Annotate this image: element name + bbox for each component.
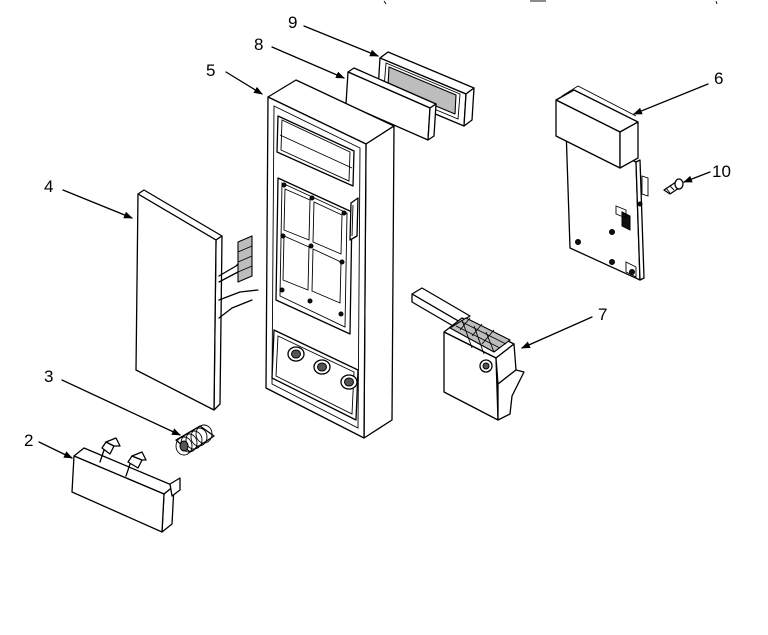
leader-2 xyxy=(38,441,73,459)
leader-10 xyxy=(683,171,711,183)
callout-9: 9 xyxy=(288,13,297,32)
callout-labels: 9 8 5 4 3 2 6 10 7 xyxy=(24,13,731,450)
leader-3 xyxy=(61,379,181,436)
part-8-lens xyxy=(345,67,437,141)
callout-3: 3 xyxy=(44,367,53,386)
part-3-spring xyxy=(175,424,215,456)
part-9-frame xyxy=(377,51,475,127)
callout-7: 7 xyxy=(598,305,607,324)
part-2-push-button xyxy=(71,437,181,533)
callout-2: 2 xyxy=(24,431,33,450)
leader-4 xyxy=(62,189,133,219)
part-5-control-panel xyxy=(265,79,395,439)
part-7-latch-lever xyxy=(411,287,525,421)
callout-5: 5 xyxy=(206,61,215,80)
callout-10: 10 xyxy=(712,162,731,181)
leader-9 xyxy=(303,25,379,57)
leader-5 xyxy=(225,71,263,95)
part-4-membrane xyxy=(135,189,259,411)
part-6-circuit-board xyxy=(555,85,649,281)
top-edge-marks xyxy=(383,0,718,5)
leader-8 xyxy=(271,46,345,79)
leader-6 xyxy=(633,83,709,115)
part-10-screw xyxy=(663,178,684,195)
callout-4: 4 xyxy=(44,177,53,196)
callout-6: 6 xyxy=(714,69,723,88)
leader-7 xyxy=(521,316,593,349)
callout-8: 8 xyxy=(254,35,263,54)
leader-lines xyxy=(38,25,711,459)
